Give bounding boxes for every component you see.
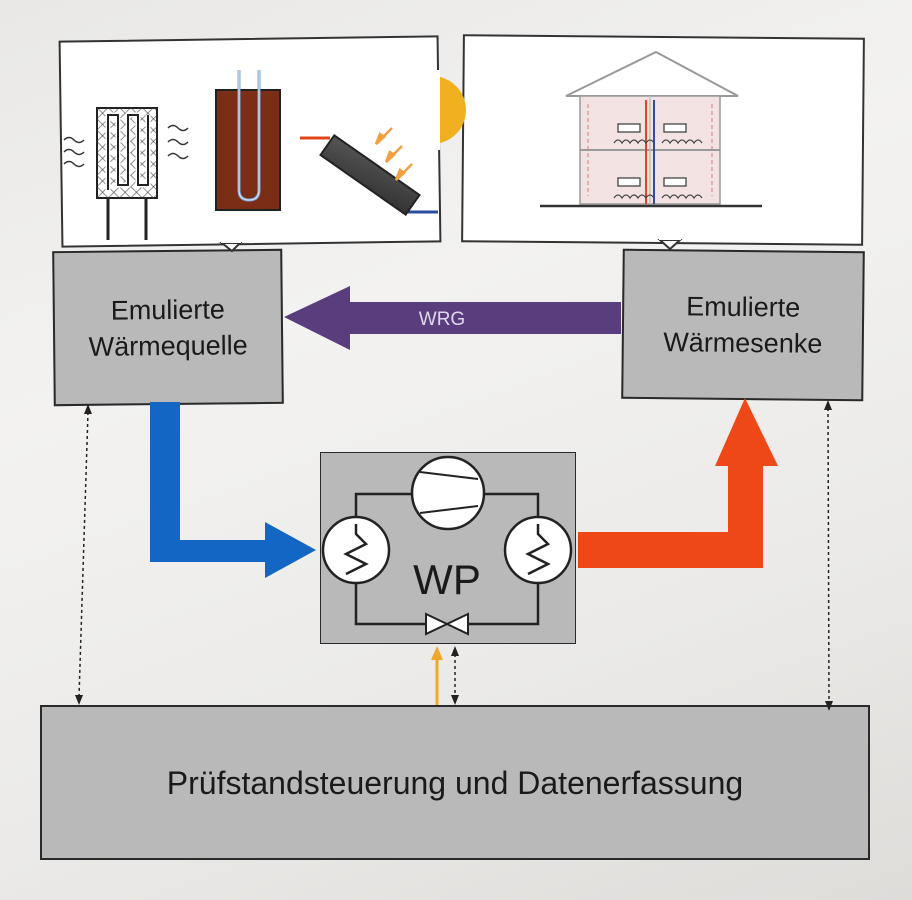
- condenser-icon: [503, 515, 573, 585]
- air-source-heat-exchanger-icon: [63, 107, 189, 240]
- compressor-icon: [410, 455, 486, 531]
- heat-recovery-label: WRG: [419, 309, 465, 330]
- signal-lines: [78, 407, 830, 704]
- source-callout-tail: [219, 238, 243, 253]
- signal-arrowheads: [75, 400, 833, 711]
- control-label: Prüfstandsteuerung und Datenerfassung: [166, 764, 744, 801]
- airflow-out-icon: [167, 124, 189, 160]
- heat-pump-label: WP: [413, 556, 481, 603]
- sink-callout-tail: [657, 235, 683, 251]
- test-bench-control-box: Prüfstandsteuerung und Datenerfassung: [40, 705, 870, 860]
- ground-source-probe-icon: [215, 70, 281, 211]
- building-heating-icon: [540, 50, 762, 208]
- radiator-icons: [617, 123, 687, 187]
- airflow-in-icon: [63, 136, 85, 168]
- power-supply-arrow: [431, 646, 443, 705]
- floor-heating-coils-icon: [613, 139, 703, 200]
- hot-flow-arrow: [578, 398, 778, 568]
- evaporator-icon: [321, 515, 391, 585]
- expansion-valve-icon: [425, 612, 469, 636]
- heat-recovery-arrow: WRG: [284, 286, 621, 350]
- sunray-arrows-icon: [374, 127, 413, 181]
- solar-thermal-collector-icon: [300, 70, 466, 217]
- cold-flow-arrow: [150, 402, 316, 578]
